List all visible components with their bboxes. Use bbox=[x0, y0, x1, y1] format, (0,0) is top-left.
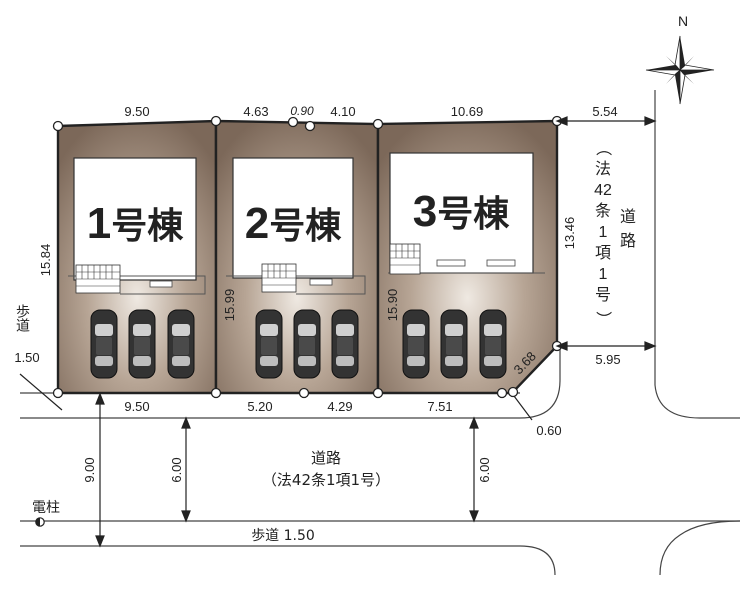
dim-bottom-3: 7.51 bbox=[427, 399, 452, 414]
dim-right-3: 13.46 bbox=[562, 217, 577, 250]
leader-corner bbox=[513, 395, 533, 421]
arrowhead bbox=[644, 341, 657, 351]
right-road-title-char: 道 bbox=[620, 208, 636, 226]
right-road-char: 42 bbox=[594, 182, 612, 199]
dim-top-3: 10.69 bbox=[451, 104, 484, 119]
label-pole: 電柱 bbox=[32, 500, 60, 516]
boundary-point bbox=[507, 386, 519, 398]
right-road-char: ） bbox=[594, 311, 612, 327]
right-road-title-char: 路 bbox=[620, 232, 636, 250]
road-labels: 歩道 1.50 道路 （法42条1項1号） 電柱 歩道 1.50 bbox=[14, 304, 390, 544]
dim-road-right: 6.00 bbox=[477, 457, 492, 482]
car-icon bbox=[331, 309, 359, 379]
dim-road-total: 9.00 bbox=[82, 457, 97, 482]
window-mark-2 bbox=[309, 278, 333, 286]
sidewalk-curve-bottom-left bbox=[519, 545, 556, 576]
car-icon bbox=[90, 309, 118, 379]
label-sidewalk-left-width: 1.50 bbox=[14, 350, 39, 365]
right-road-char: （ bbox=[594, 140, 612, 156]
label-right-road: （ 法 42 条 1 項 1 号 ） 道路 bbox=[594, 140, 636, 327]
label-road-main-note: （法42条1項1号） bbox=[262, 471, 390, 489]
north-arrow-icon: N bbox=[645, 13, 715, 105]
road-curve-bottom-right bbox=[659, 520, 740, 576]
parking-cars bbox=[90, 309, 507, 379]
entrance-steps bbox=[75, 243, 516, 294]
boundary-point bbox=[210, 115, 222, 127]
north-label: N bbox=[678, 13, 688, 29]
dim-side-right-top: 5.54 bbox=[592, 104, 617, 119]
utility-pole-icon bbox=[35, 517, 45, 527]
right-road-char: 条 bbox=[595, 202, 611, 220]
building-labels: 1号棟 2号棟 3号棟 bbox=[87, 187, 510, 248]
label-sidewalk-bottom: 歩道 1.50 bbox=[251, 528, 315, 544]
dim-bottom-corner: 0.60 bbox=[536, 423, 561, 438]
car-icon bbox=[479, 309, 507, 379]
arrowhead bbox=[181, 510, 191, 523]
dim-bottom-2b: 4.29 bbox=[327, 399, 352, 414]
right-road-char: 1 bbox=[599, 266, 608, 283]
boundary-point bbox=[496, 387, 508, 399]
arrowhead bbox=[555, 116, 568, 126]
label-road-main: 道路 bbox=[311, 449, 341, 467]
arrowhead bbox=[469, 510, 479, 523]
car-icon bbox=[440, 309, 468, 379]
dim-left-3: 15.90 bbox=[385, 289, 400, 322]
window-mark-1 bbox=[149, 280, 173, 288]
leader-sidewalk-left bbox=[19, 373, 63, 411]
car-icon bbox=[255, 309, 283, 379]
car-icon bbox=[293, 309, 321, 379]
right-road-char: 法 bbox=[595, 160, 611, 178]
building-label-3: 3号棟 bbox=[413, 187, 510, 236]
boundary-points bbox=[52, 115, 563, 399]
building-1 bbox=[73, 157, 197, 281]
dimension-arrows bbox=[19, 116, 657, 548]
entrance-steps-1 bbox=[75, 264, 121, 294]
arrowhead bbox=[644, 116, 657, 126]
right-road-char: 号 bbox=[595, 286, 611, 304]
boundary-point bbox=[304, 120, 316, 132]
arrowhead bbox=[181, 416, 191, 429]
boundary-point bbox=[52, 120, 64, 132]
boundary-point bbox=[52, 387, 64, 399]
dimension-labels: 9.50 4.63 0.90 4.10 10.69 5.54 15.84 15.… bbox=[38, 104, 621, 483]
right-road-char: 1 bbox=[599, 224, 608, 241]
dim-bottom-1: 9.50 bbox=[124, 399, 149, 414]
building-label-2: 2号棟 bbox=[245, 199, 342, 248]
boundary-point bbox=[287, 116, 299, 128]
dim-side-right-bottom: 5.95 bbox=[595, 352, 620, 367]
building-label-1: 1号棟 bbox=[87, 199, 184, 248]
dim-left-1: 15.84 bbox=[38, 244, 53, 277]
boundary-point bbox=[210, 387, 222, 399]
dim-top-1: 9.50 bbox=[124, 104, 149, 119]
dim-top-2b: 0.90 bbox=[290, 104, 314, 118]
car-icon bbox=[402, 309, 430, 379]
dim-bottom-2a: 5.20 bbox=[247, 399, 272, 414]
car-icon bbox=[167, 309, 195, 379]
arrowhead bbox=[469, 416, 479, 429]
dim-top-2c: 4.10 bbox=[330, 104, 355, 119]
car-icon bbox=[128, 309, 156, 379]
dim-top-2a: 4.63 bbox=[243, 104, 268, 119]
boundary-point bbox=[298, 387, 310, 399]
boundary-point bbox=[372, 387, 384, 399]
arrowhead bbox=[95, 535, 105, 548]
boundary-point bbox=[372, 118, 384, 130]
window-mark-3b bbox=[486, 259, 516, 267]
arrowhead bbox=[95, 392, 105, 405]
dim-left-2: 15.99 bbox=[222, 289, 237, 322]
window-mark-3a bbox=[436, 259, 466, 267]
dim-road-left: 6.00 bbox=[169, 457, 184, 482]
right-road-char: 項 bbox=[595, 245, 611, 262]
entrance-steps-3 bbox=[389, 243, 421, 275]
right-road-curve bbox=[654, 384, 740, 419]
entrance-steps-2 bbox=[261, 263, 297, 293]
building-2 bbox=[232, 157, 354, 279]
wall-line-1 bbox=[68, 275, 206, 295]
arrowhead bbox=[555, 341, 568, 351]
label-sidewalk-left: 歩道 bbox=[14, 304, 30, 333]
road-curve-top bbox=[519, 345, 561, 419]
